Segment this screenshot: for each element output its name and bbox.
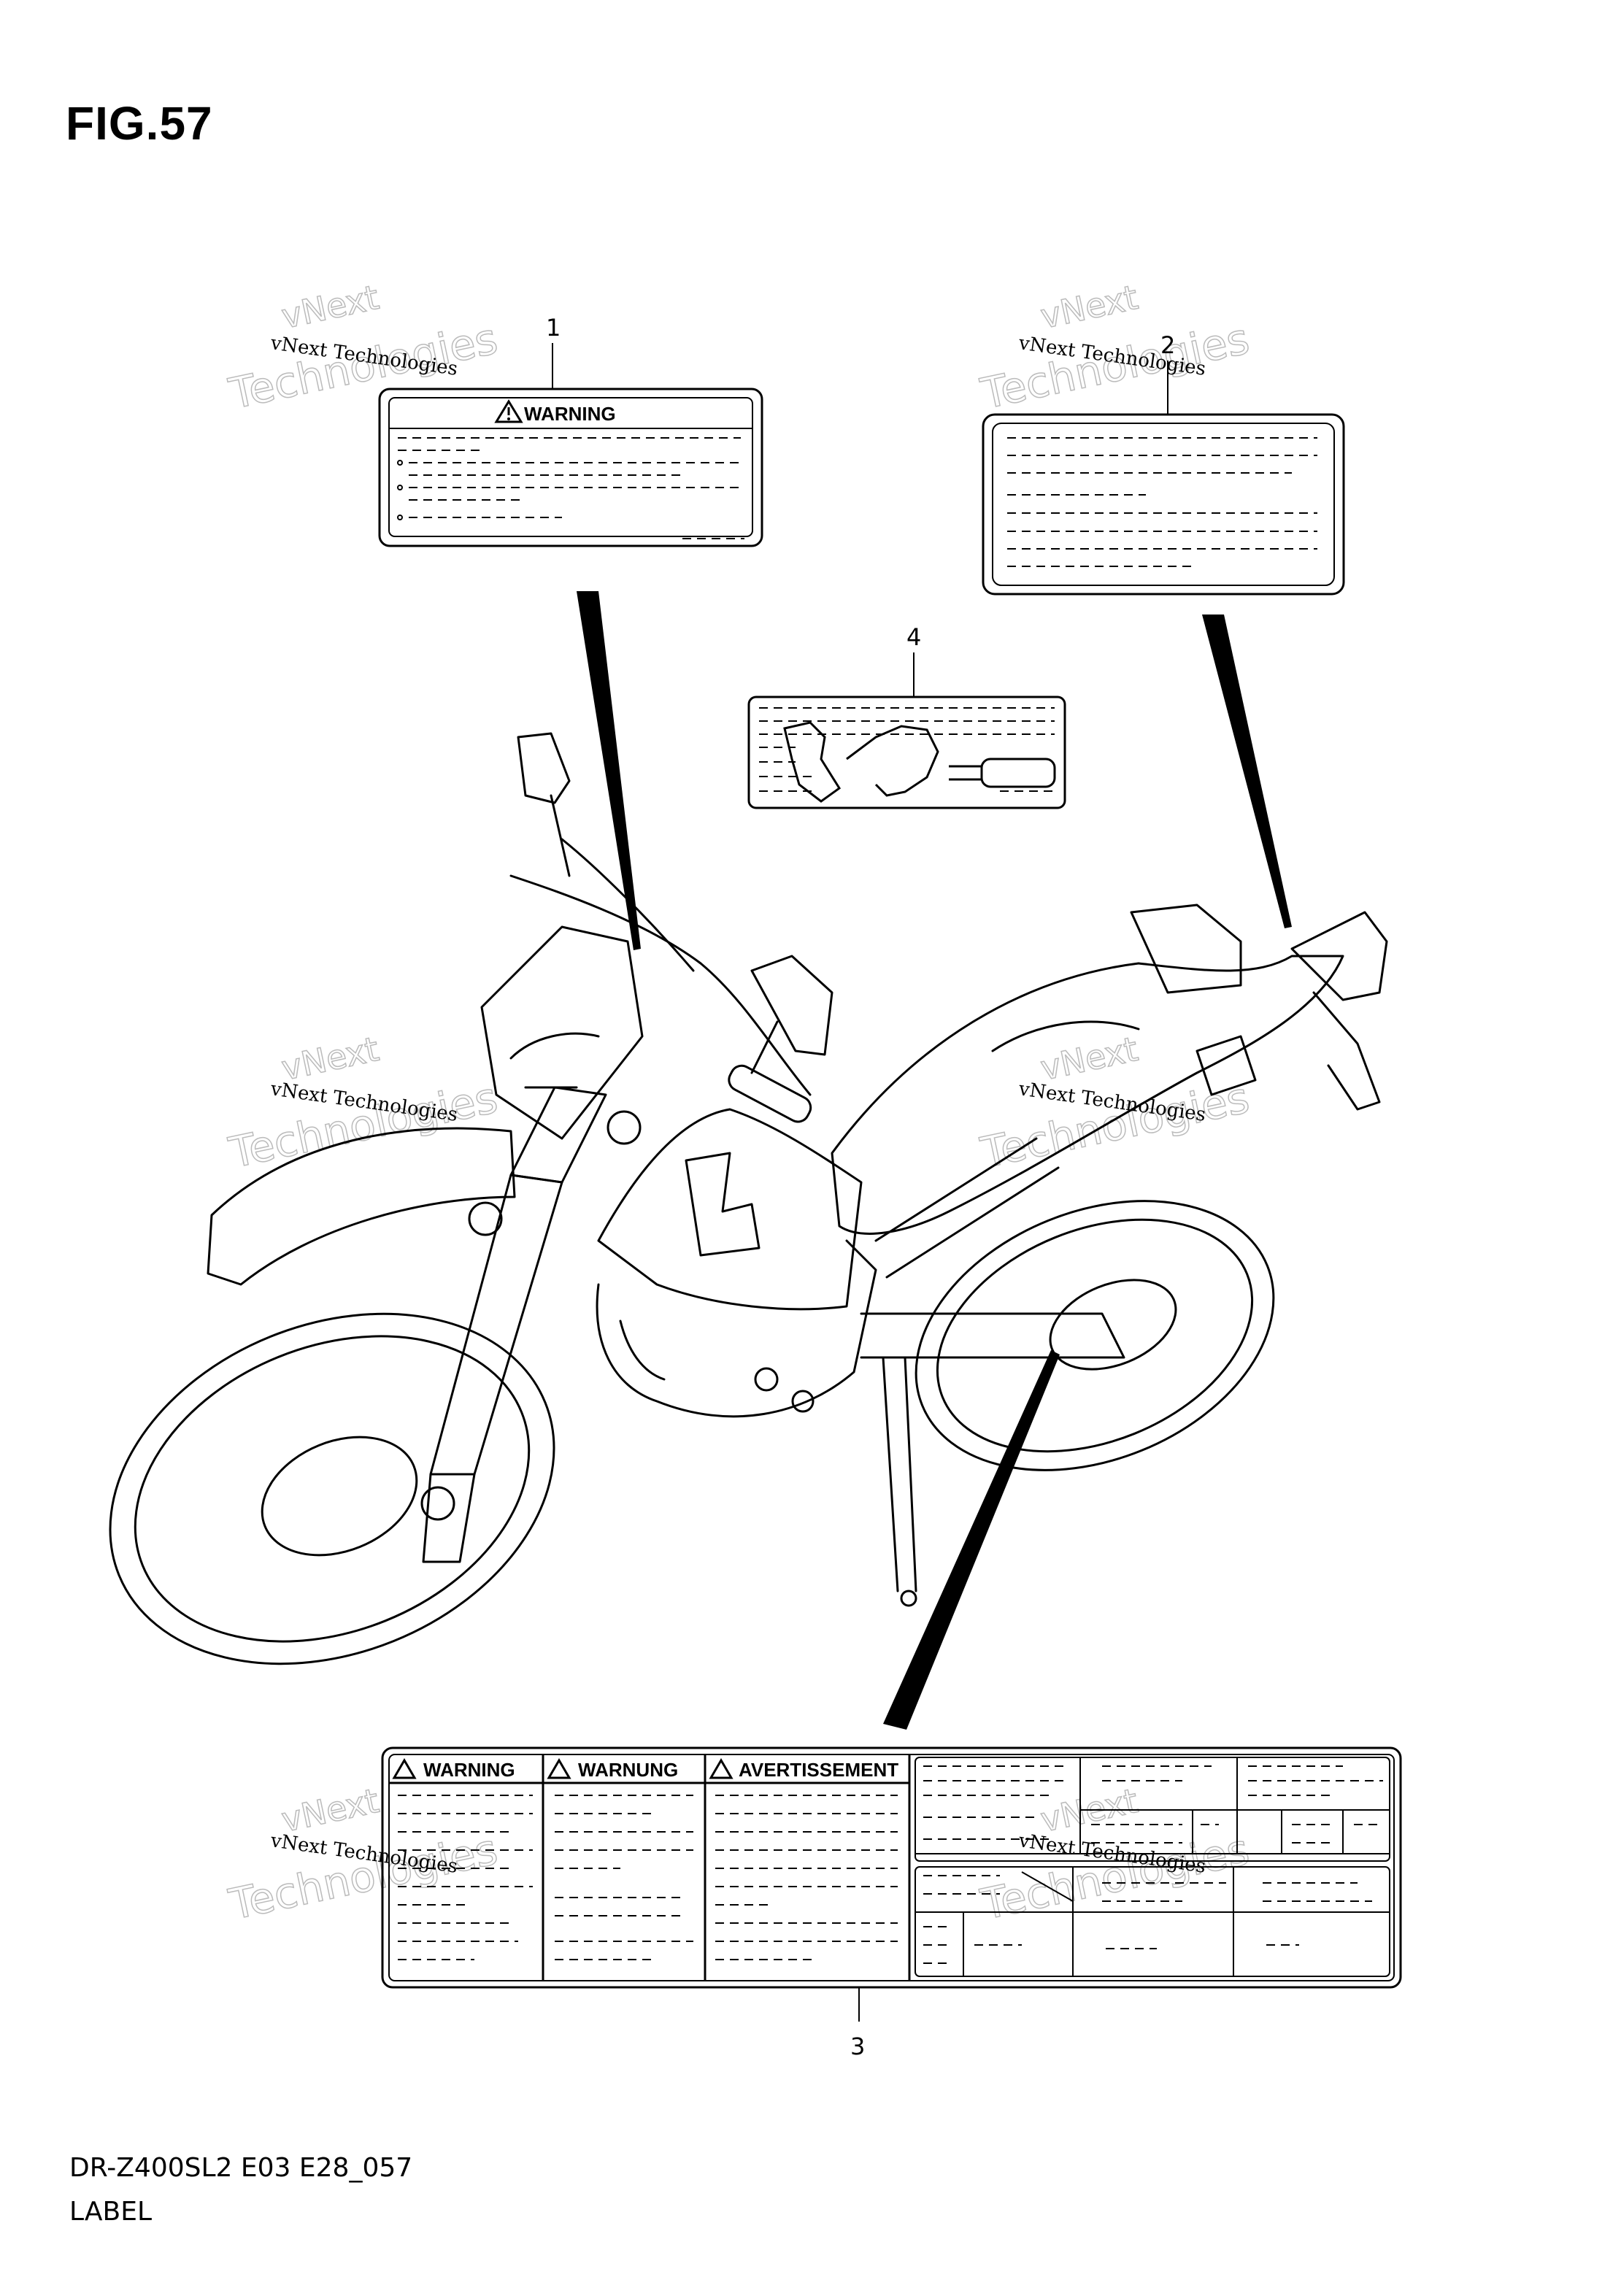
svg-text:4: 4: [906, 623, 921, 651]
watermark-top-right: vNext Technologies vNext Technologies: [976, 277, 1254, 419]
label-3[interactable]: WARNING WARNUNG AVERTISSEMENT: [381, 1746, 1402, 1989]
svg-text:2: 2: [1160, 331, 1175, 359]
svg-text:Technologies: Technologies: [977, 1073, 1254, 1178]
label-2[interactable]: [982, 413, 1345, 596]
svg-text:3: 3: [850, 2033, 865, 2060]
svg-text:vNext: vNext: [1037, 277, 1141, 336]
watermark-bottom-right: vNext Technologies vNext Technologies: [976, 1780, 1254, 1930]
warning-triangle-icon: [392, 1758, 734, 1779]
svg-text:1: 1: [546, 314, 561, 342]
callout-3: 3: [850, 1987, 865, 2060]
callout-4: 4: [906, 623, 921, 697]
watermark-bottom-left: vNext Technologies vNext Technologies: [224, 1780, 502, 1930]
diagram-code: DR-Z400SL2 E03 E28_057: [69, 2153, 413, 2183]
label-1-header: WARNING: [524, 403, 616, 425]
label-pointer-wedges: [577, 591, 1292, 1730]
callout-1: 1: [546, 314, 561, 389]
svg-text:vNext: vNext: [1037, 1029, 1141, 1088]
svg-text:Technologies: Technologies: [225, 1073, 502, 1178]
motorcycle-sketch-icon: [783, 721, 1056, 803]
motorcycle-illustration: [109, 732, 1388, 1665]
callout-2: 2: [1160, 331, 1175, 415]
svg-text:vNext: vNext: [278, 1781, 382, 1840]
watermark-mid-right: vNext Technologies vNext Technologies: [976, 1028, 1254, 1178]
label-3-header-fr: AVERTISSEMENT: [739, 1759, 898, 1781]
diagram-name: LABEL: [69, 2197, 153, 2227]
warning-triangle-icon: [494, 399, 523, 423]
svg-text:vNext: vNext: [278, 277, 382, 336]
label-3-header-en: WARNING: [423, 1759, 515, 1781]
label-3-header-de: WARNUNG: [578, 1759, 678, 1781]
svg-text:Technologies: Technologies: [225, 1825, 502, 1930]
label-4[interactable]: [747, 696, 1066, 809]
figure-title: FIG.57: [66, 97, 213, 150]
label-1[interactable]: WARNING: [378, 388, 763, 547]
svg-text:Technologies: Technologies: [977, 1825, 1254, 1930]
svg-text:vNext: vNext: [278, 1029, 382, 1088]
watermark-mid-left: vNext Technologies vNext Technologies: [224, 1028, 502, 1178]
